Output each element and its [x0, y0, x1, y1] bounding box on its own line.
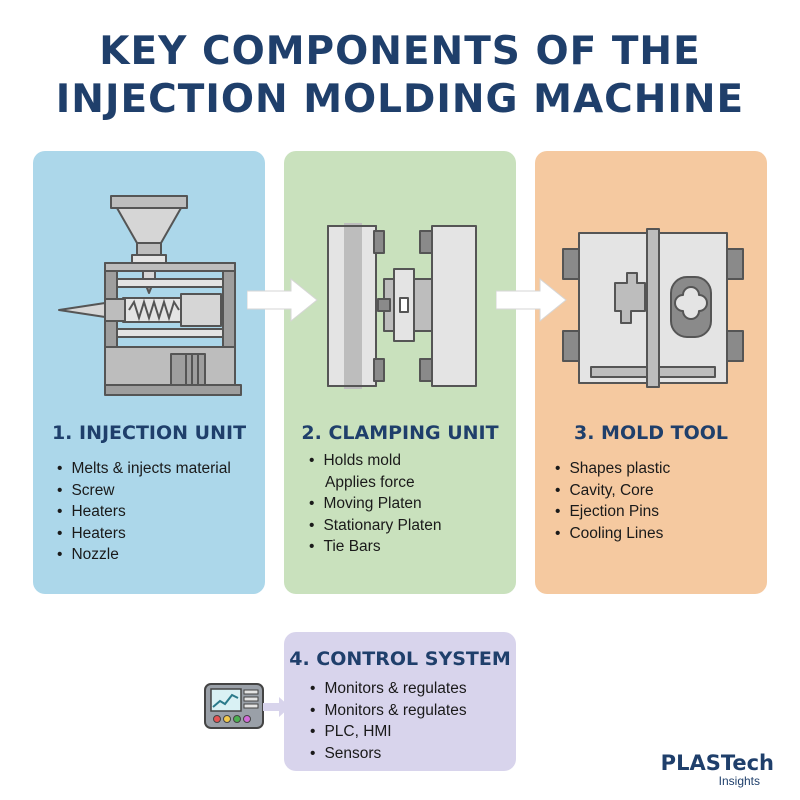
clamping-unit-panel: 2. CLAMPING UNIT Holds mold Applies forc… — [284, 151, 516, 594]
list-item: Sensors — [310, 743, 467, 765]
control-system-panel: 4. CONTROL SYSTEM Monitors & regulates M… — [284, 632, 516, 771]
list-item: Melts & injects material — [57, 458, 230, 480]
list-item: Holds mold — [309, 450, 441, 472]
brand-name: PLASTech — [660, 751, 774, 775]
list-item: Cooling Lines — [555, 523, 670, 545]
injection-unit-list: Melts & injects material Screw Heaters H… — [57, 458, 231, 566]
list-item: Applies force — [325, 473, 415, 491]
list-item: Heaters — [57, 501, 231, 523]
mold-tool-illustration — [562, 228, 744, 388]
page-title: KEY COMPONENTS OF THE INJECTION MOLDING … — [0, 28, 800, 124]
mold-tool-panel: 3. MOLD TOOL Shapes plastic Cavity, Core… — [535, 151, 767, 594]
mold-tool-heading: 3. MOLD TOOL — [574, 422, 728, 444]
arrow-right-icon — [263, 697, 290, 717]
arrow-right-icon — [496, 277, 567, 323]
mold-tool-list: Shapes plastic Cavity, Core Ejection Pin… — [555, 458, 670, 544]
list-item: Heaters — [57, 523, 231, 545]
list-item: Screw — [57, 480, 231, 502]
list-item: Moving Platen — [309, 493, 441, 515]
clamping-unit-heading: 2. CLAMPING UNIT — [301, 422, 499, 444]
list-item: Shapes plastic — [555, 458, 670, 480]
control-system-heading: 4. CONTROL SYSTEM — [289, 648, 511, 670]
list-item: Stationary Platen — [309, 515, 441, 537]
clamping-unit-illustration — [327, 223, 477, 389]
list-item: Monitors & regulates — [310, 678, 466, 700]
injection-unit-panel: 1. INJECTION UNIT Melts & injects materi… — [33, 151, 265, 594]
title-line-2: INJECTION MOLDING MACHINE — [55, 77, 745, 122]
control-panel-icon — [204, 683, 264, 729]
list-item: Cavity, Core — [555, 480, 670, 502]
list-item: Ejection Pins — [555, 501, 670, 523]
injection-unit-illustration — [58, 195, 242, 396]
clamping-unit-list: Holds mold Applies force Moving Platen S… — [309, 450, 441, 558]
title-line-1: KEY COMPONENTS OF THE — [99, 29, 701, 74]
brand-logo: PLASTech Insights — [661, 752, 774, 788]
list-item: Nozzle — [57, 544, 231, 566]
list-item: PLC, HMI — [310, 721, 467, 743]
list-item: Tie Bars — [309, 536, 441, 558]
list-item: Monitors & regulates — [310, 700, 466, 722]
injection-unit-heading: 1. INJECTION UNIT — [51, 422, 247, 444]
control-system-list: Monitors & regulates Monitors & regulate… — [310, 678, 467, 765]
brand-tagline: Insights — [718, 774, 760, 788]
arrow-right-icon — [247, 277, 318, 323]
